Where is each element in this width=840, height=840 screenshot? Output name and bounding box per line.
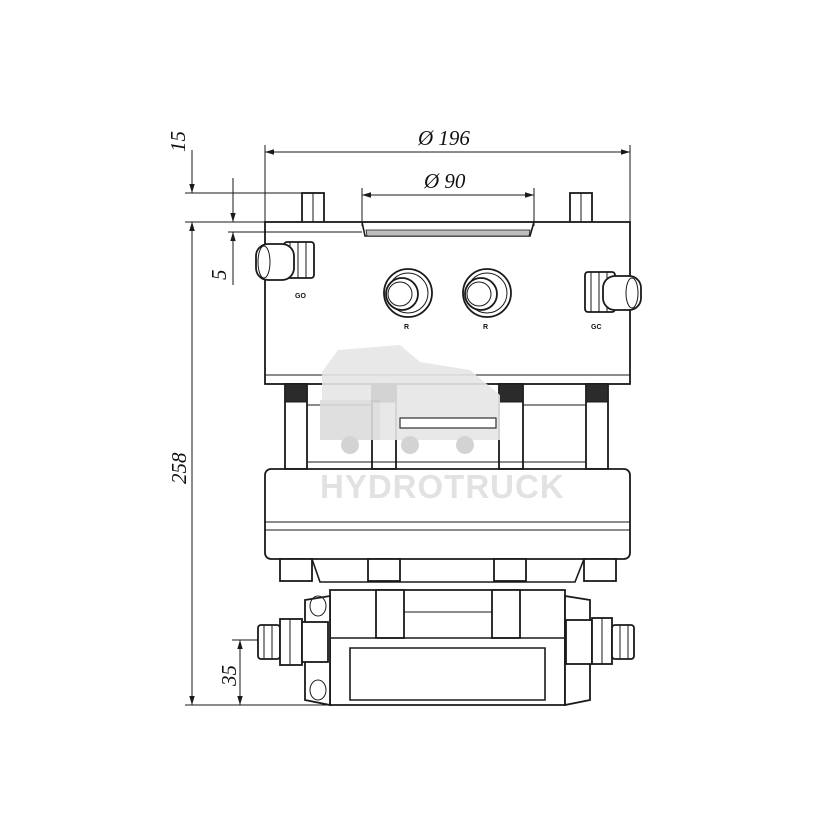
port-r-right-fitting (462, 268, 512, 318)
right-side-fitting (565, 617, 635, 665)
port-label-go: GO (295, 293, 306, 300)
bottom-link (304, 589, 591, 707)
connecting-bolts (284, 383, 609, 470)
top-offset-label: 15 (166, 131, 190, 152)
dimension-bottom-offset (232, 639, 258, 705)
outer-diameter-label: Ø 196 (417, 126, 470, 150)
dimension-total-height (185, 222, 330, 706)
port-go-fitting (255, 241, 315, 281)
bottom-offset-label: 35 (217, 665, 241, 687)
top-housing (264, 221, 631, 385)
watermark-truck-icon (320, 345, 500, 454)
port-label-r-right: R (483, 324, 488, 331)
left-side-fitting (257, 618, 329, 666)
port-r-left-fitting (383, 268, 433, 318)
rotor-housing (264, 468, 631, 583)
port-label-r-left: R (404, 324, 409, 331)
dimension-inner-diameter (361, 188, 535, 226)
plate-step-label: 5 (207, 270, 231, 281)
port-label-gc: GC (591, 324, 602, 331)
inner-diameter-label: Ø 90 (423, 169, 466, 193)
watermark-brand: HYDROTRUCK (320, 468, 565, 505)
top-pins (301, 192, 593, 224)
dimension-outer-diameter (264, 145, 631, 222)
port-gc-fitting (584, 271, 642, 313)
total-height-label: 258 (167, 452, 191, 484)
dimension-plate-step (228, 178, 362, 285)
